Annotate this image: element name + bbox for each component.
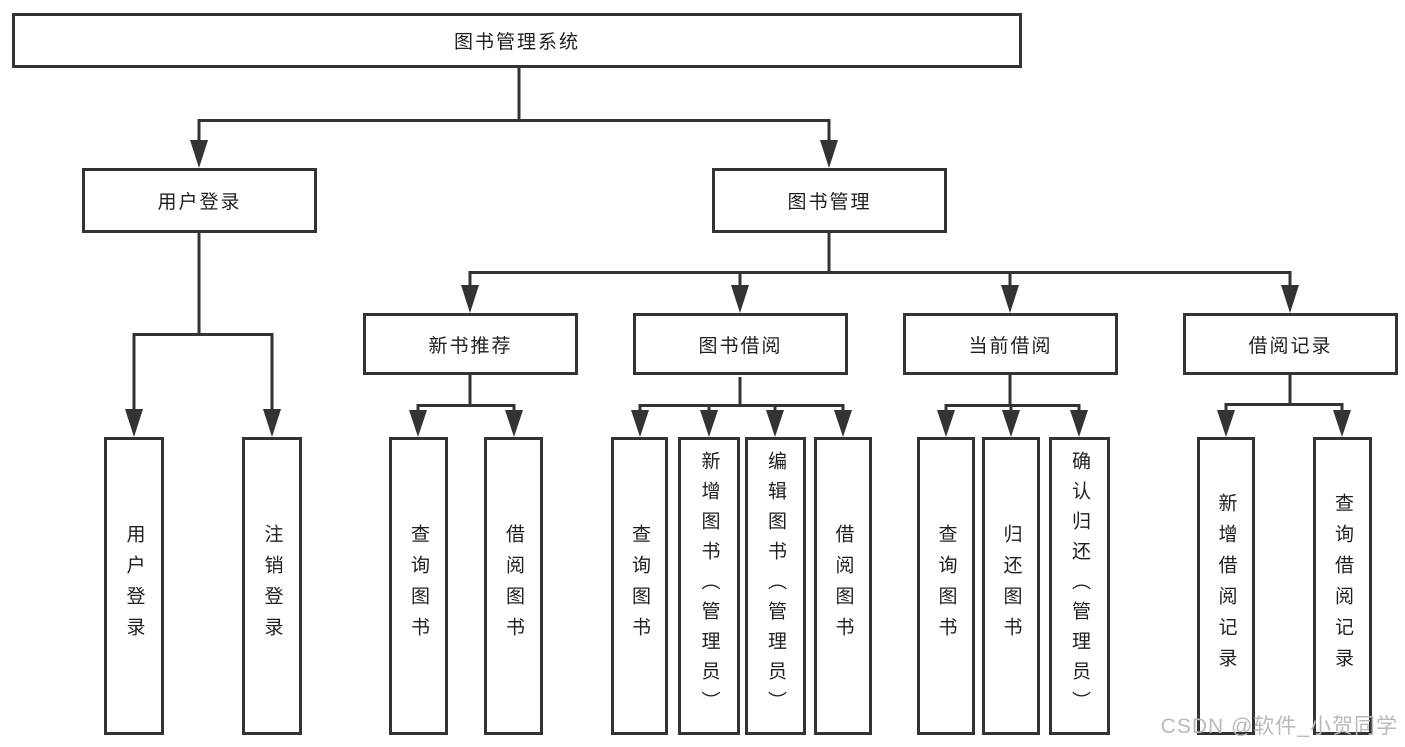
leaf-borrow-book: 借阅图书 [814,437,872,735]
node-label: 图书管理 [787,192,872,213]
leaf-add-book-admin: 新增图书（管理员） [678,437,740,735]
connector-current-borrow [944,375,1081,412]
leaf-label: 注销登录 [261,524,283,648]
leaf-label: 查询图书 [408,524,429,648]
arrow-icon [409,410,427,437]
leaf-confirm-return-admin: 确认归还（管理员） [1049,437,1110,735]
leaf-edit-book-admin: 编辑图书（管理员） [745,437,806,735]
leaf-label: 查询图书 [935,524,957,648]
node-system-root: 图书管理系统 [12,13,1022,68]
leaf-borrow-book: 借阅图书 [484,437,543,735]
leaf-label: 用户登录 [123,524,145,648]
node-label: 图书管理系统 [453,32,580,53]
leaf-return-book: 归还图书 [982,437,1040,735]
arrow-icon [1001,285,1019,313]
connector-user-login [132,233,274,412]
node-borrow-record: 借阅记录 [1183,313,1398,375]
node-label: 图书借阅 [698,335,783,357]
arrow-icon [1070,410,1088,437]
leaf-label: 查询图书 [629,524,650,648]
arrow-icon [1002,410,1020,437]
node-book-management: 图书管理 [712,168,947,233]
leaf-label: 归还图书 [1000,524,1022,648]
arrow-icon [631,410,649,437]
connector-book-mgmt [468,233,1292,288]
leaf-label: 确认归还（管理员） [1069,451,1090,721]
csdn-watermark: CSDN @软件_小贺同学 [1160,715,1398,738]
arrow-icon [766,410,784,437]
leaf-query-book: 查询图书 [917,437,975,735]
arrow-icon [731,285,749,313]
leaf-query-book: 查询图书 [389,437,448,735]
node-label: 借阅记录 [1248,335,1333,357]
leaf-label: 借阅图书 [832,524,854,648]
leaf-add-borrow-record: 新增借阅记录 [1197,437,1255,735]
leaf-query-book: 查询图书 [611,437,668,735]
arrow-icon [505,410,523,437]
leaf-label: 新增图书（管理员） [698,451,720,721]
leaf-label: 查询借阅记录 [1332,493,1353,679]
node-label: 新书推荐 [428,335,513,357]
node-new-book-recommend: 新书推荐 [363,313,578,375]
node-label: 用户登录 [157,192,242,213]
connector-new-book [416,375,516,412]
arrow-icon [937,410,955,437]
arrow-icon [461,285,479,313]
leaf-label: 新增借阅记录 [1215,493,1237,679]
leaf-query-borrow-record: 查询借阅记录 [1313,437,1372,735]
arrow-icon [1333,410,1351,437]
arrow-icon [125,409,143,437]
arrow-icon [1217,410,1235,437]
node-label: 当前借阅 [968,335,1053,357]
node-current-borrow: 当前借阅 [903,313,1118,375]
leaf-label: 编辑图书（管理员） [765,451,786,721]
leaf-logout: 注销登录 [242,437,302,735]
node-user-login: 用户登录 [82,168,317,233]
arrow-icon [700,410,718,437]
arrow-icon [190,140,208,168]
node-book-borrow: 图书借阅 [633,313,848,375]
leaf-label: 借阅图书 [503,524,524,648]
leaf-user-login: 用户登录 [104,437,164,735]
connector-book-borrow [638,377,845,412]
arrow-icon [820,140,838,168]
arrow-icon [834,410,852,437]
connector-borrow-record [1224,375,1344,412]
arrow-icon [263,409,281,437]
connector-root [197,68,831,142]
arrow-icon [1281,285,1299,313]
